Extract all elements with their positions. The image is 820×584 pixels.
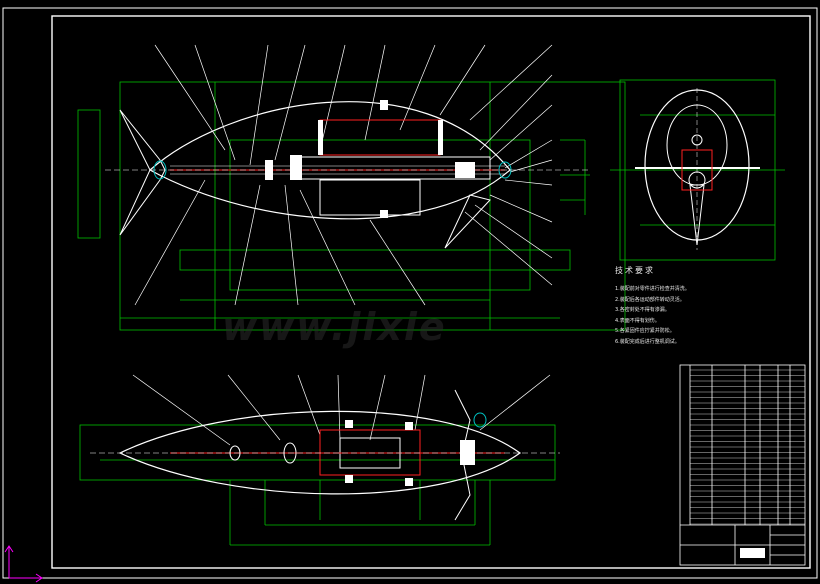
- technical-requirements: 技术要求 1.装配前对零件进行检查并清洗。 2.装配后各运动部件转动灵活。 3.…: [615, 265, 815, 347]
- ucs-icon: [4, 545, 43, 583]
- title-block: [679, 364, 806, 566]
- note-5: 5.各紧固件应拧紧并防松。: [615, 328, 675, 334]
- note-6: 6.装配完成后进行整机调试。: [615, 338, 680, 345]
- front-view: [610, 79, 785, 261]
- note-2: 2.装配后各运动部件转动灵活。: [615, 296, 685, 303]
- top-view: [79, 374, 560, 546]
- note-1: 1.装配前对零件进行检查并清洗。: [615, 286, 690, 292]
- outer-frame: [2, 7, 818, 579]
- technical-requirements-title: 技术要求: [615, 266, 655, 275]
- inner-frame: [51, 15, 811, 569]
- parts-list-rows: [690, 369, 805, 525]
- side-view: [77, 44, 626, 331]
- note-4: 4.表面不得有划伤。: [615, 317, 660, 324]
- note-3: 3.各密封处不得有渗漏。: [615, 307, 670, 313]
